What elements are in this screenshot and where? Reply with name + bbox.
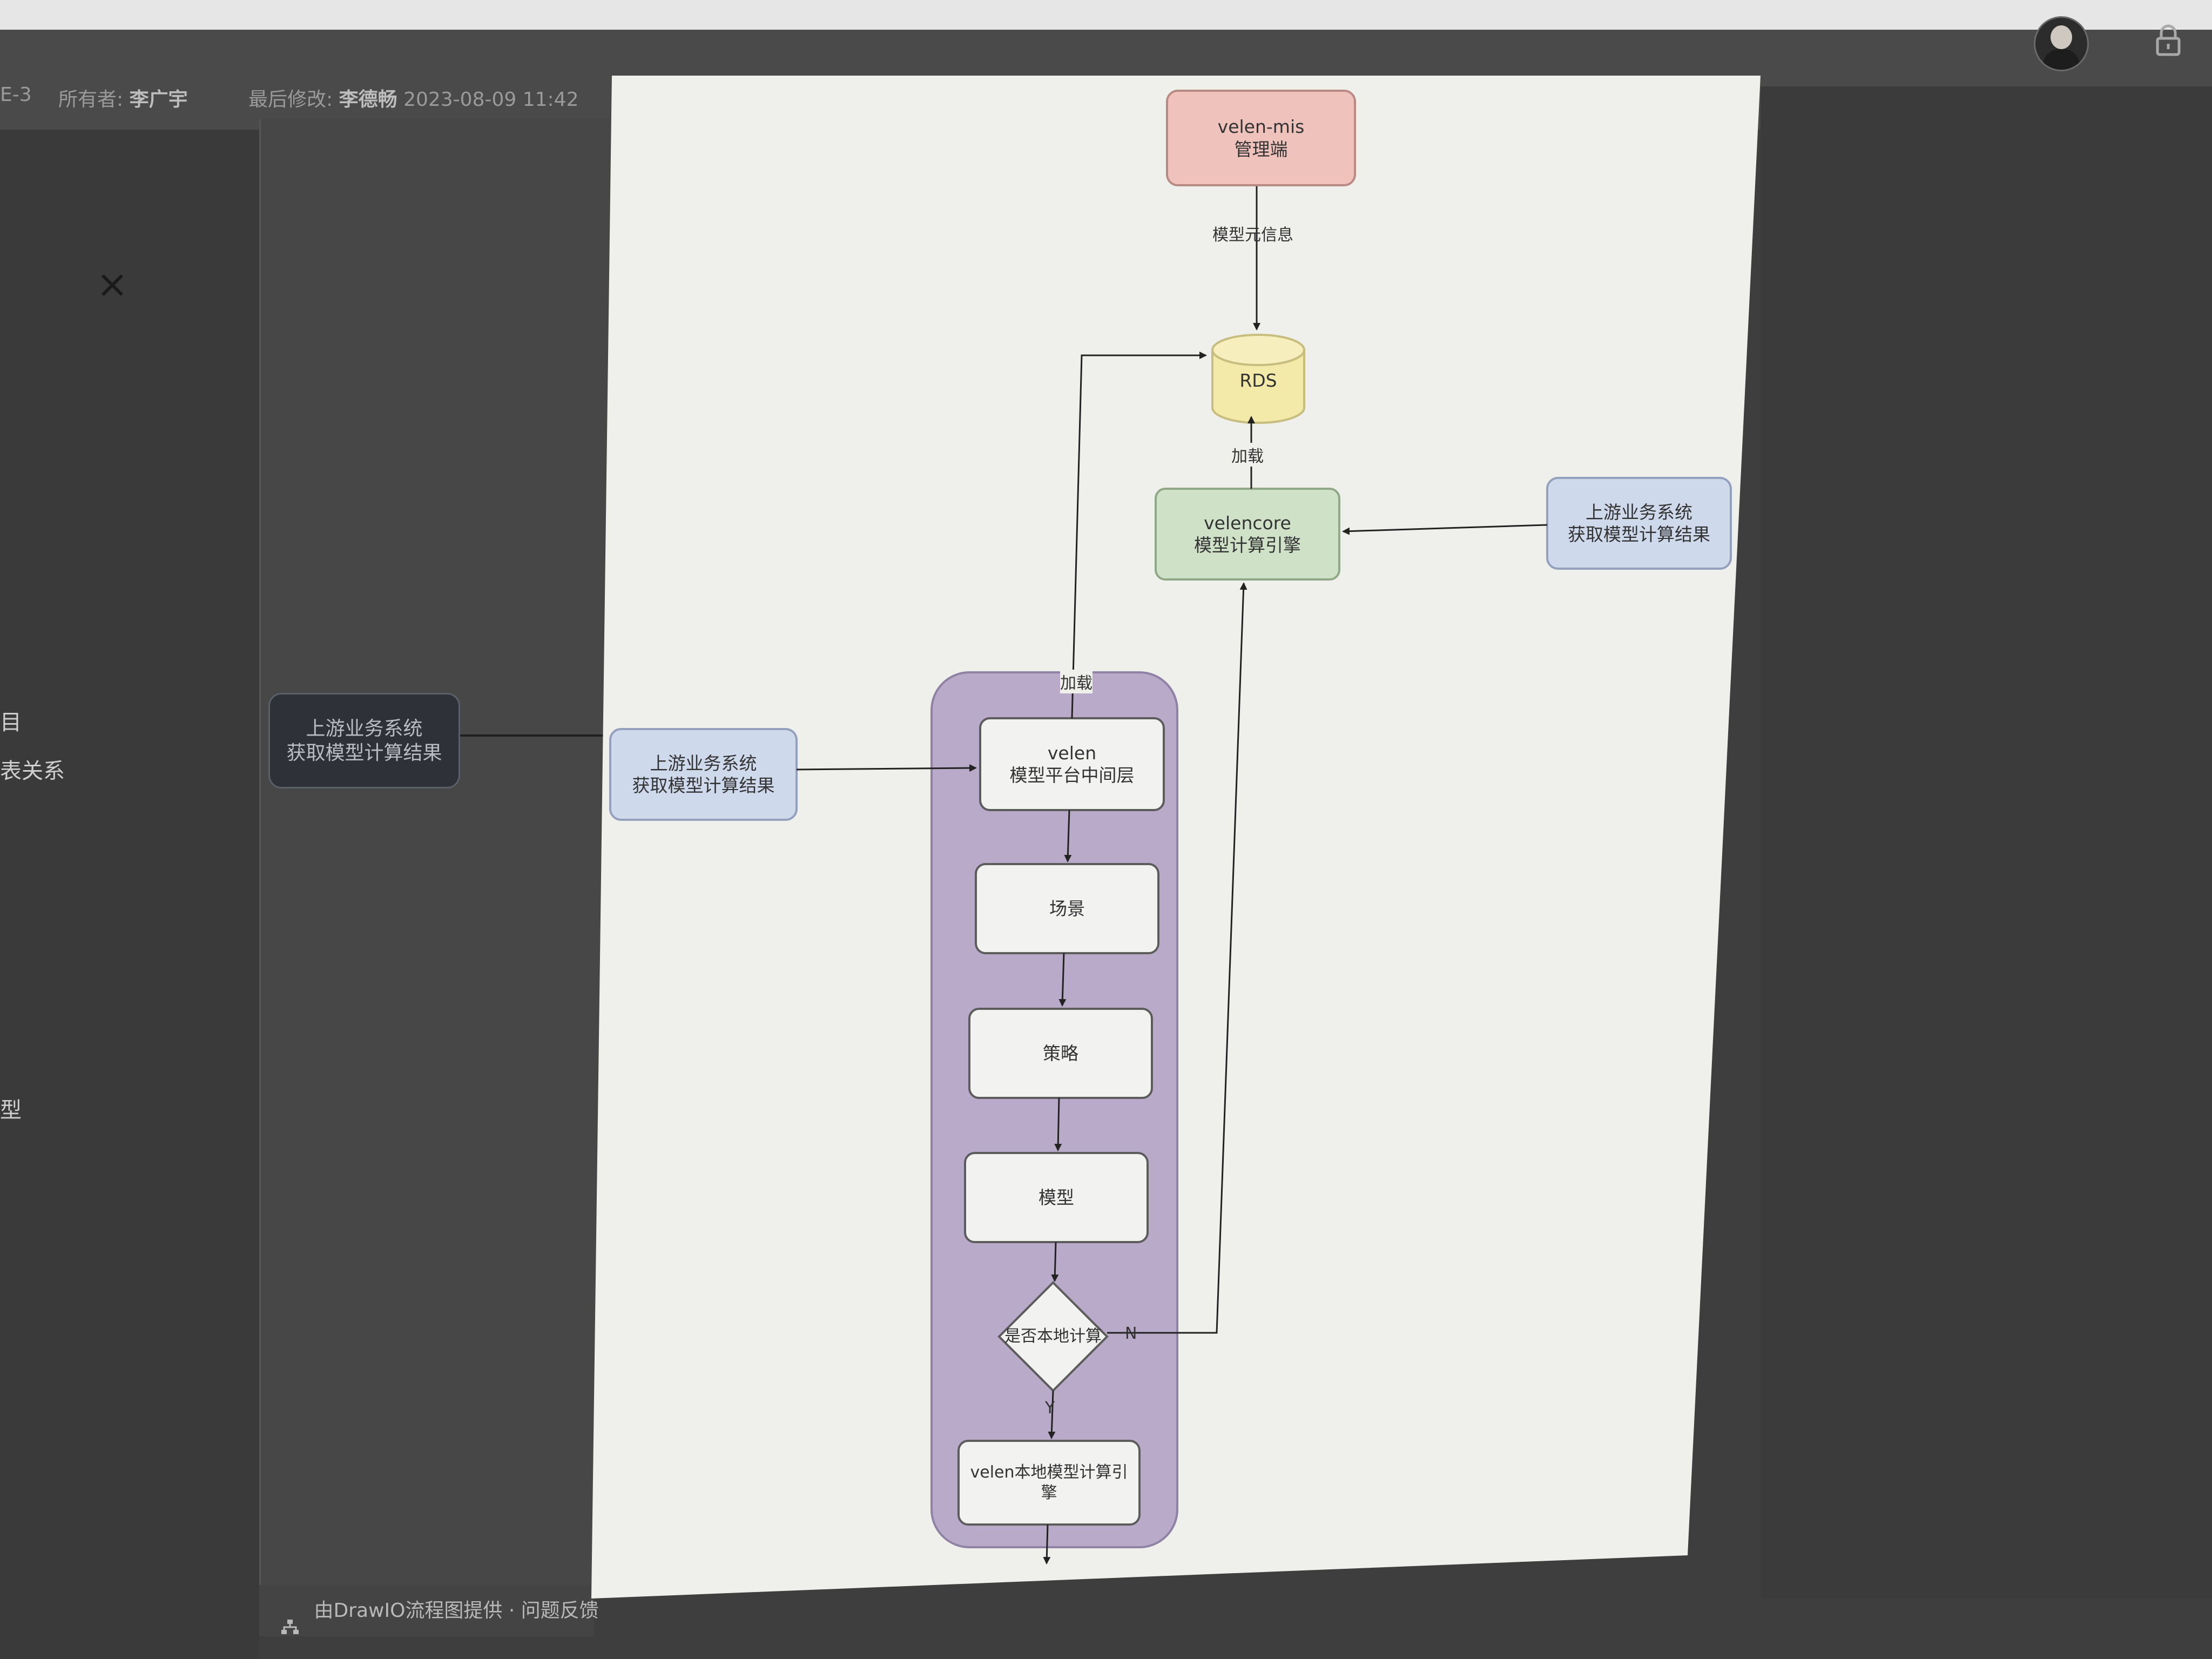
last-modified-info: 最后修改: 李德畅 2023-08-09 11:42 (248, 84, 578, 112)
avatar-head (2051, 25, 2072, 49)
lock-icon[interactable] (2155, 24, 2182, 57)
upstream-right-label-2: 获取模型计算结果 (1568, 524, 1710, 545)
velen-middle-label-2: 模型平台中间层 (1009, 765, 1135, 786)
scene-node[interactable]: 场景 (976, 864, 1158, 953)
connector-line (460, 734, 611, 737)
modified-by[interactable]: 李德畅 (339, 89, 397, 111)
upstream-node-dimmed-line2: 获取模型计算结果 (286, 741, 442, 764)
right-panel (1761, 86, 2212, 1599)
rds-node[interactable]: RDS (1212, 351, 1304, 410)
sidebar-item-3[interactable]: 型 (0, 1098, 22, 1123)
decision-label: 是否本地计算 (1004, 1327, 1102, 1346)
flowchart-canvas (591, 76, 1761, 1599)
edge-decision-no (1107, 582, 1247, 1334)
browser-top-strip (0, 0, 2212, 30)
upstream-left-label-1: 上游业务系统 (650, 752, 757, 774)
edge-label-no: N (1125, 1324, 1137, 1343)
edge-strategy-to-model (1054, 1097, 1062, 1151)
owner-info: 所有者: 李广宇 (58, 84, 188, 112)
edge-local-out (1043, 1524, 1051, 1564)
doc-id: E-3 (0, 84, 32, 106)
velen-middle-node[interactable]: velen 模型平台中间层 (980, 718, 1164, 810)
footer-text[interactable]: 由DrawIO流程图提供 · 问题反馈 (314, 1600, 599, 1622)
strategy-label: 策略 (1043, 1042, 1078, 1064)
model-label: 模型 (1038, 1186, 1074, 1208)
editor-canvas (259, 119, 617, 1588)
edge-scene-to-strategy (1058, 953, 1067, 1007)
local-engine-node[interactable]: velen本地模型计算引擎 (959, 1441, 1139, 1525)
footer-bar: 由DrawIO流程图提供 · 问题反馈 (259, 1585, 599, 1636)
sitemap-icon (281, 1603, 299, 1634)
edge-middle-to-rds (1071, 352, 1207, 719)
upstream-right-node[interactable]: 上游业务系统 获取模型计算结果 (1547, 478, 1731, 569)
upstream-left-label-2: 获取模型计算结果 (632, 775, 775, 796)
edge-decision-yes (1048, 1390, 1056, 1439)
velen-mis-label-2: 管理端 (1234, 138, 1288, 160)
edge-label-yes: Y (1045, 1399, 1055, 1418)
strategy-node[interactable]: 策略 (969, 1009, 1152, 1098)
sidebar: 目 表关系 型 (0, 130, 259, 1659)
upstream-node-dimmed-line1: 上游业务系统 (306, 717, 423, 740)
mis-shape[interactable] (1166, 90, 1356, 186)
flowchart-sheet: velen-mis 管理端 模型元信息 RDS 加载 velencore 模型计… (591, 76, 1761, 1599)
upstream-right-label-1: 上游业务系统 (1586, 501, 1692, 523)
modified-label: 最后修改: (248, 89, 333, 111)
edge-middle-to-scene (1064, 810, 1072, 862)
edge-upstream-to-middle (796, 764, 977, 772)
velen-middle-label-1: velen (1047, 742, 1097, 764)
upstream-node-dimmed[interactable]: 上游业务系统 获取模型计算结果 (268, 693, 460, 788)
rds-body[interactable] (1211, 350, 1305, 424)
upstream-left-node[interactable]: 上游业务系统 获取模型计算结果 (610, 729, 797, 820)
sidebar-item-1[interactable]: 目 (0, 710, 22, 735)
edge-upstream-to-core (1342, 524, 1548, 535)
edge-model-to-decision (1051, 1242, 1059, 1282)
rds-top (1211, 334, 1305, 366)
close-icon[interactable] (97, 270, 127, 300)
velen-mis-label-1: velen-mis (1217, 116, 1305, 138)
model-node[interactable]: 模型 (965, 1153, 1148, 1242)
edge-label-meta: 模型元信息 (1212, 226, 1293, 245)
edge-label-load-top: 加载 (1231, 443, 1264, 467)
upstream-right-shape[interactable] (1546, 477, 1732, 570)
scene-label: 场景 (1049, 898, 1085, 919)
scene-shape[interactable] (975, 863, 1159, 954)
user-avatar[interactable] (2034, 16, 2089, 71)
owner-name[interactable]: 李广宇 (129, 89, 188, 111)
decision-node[interactable]: 是否本地计算 (991, 1318, 1115, 1355)
model-shape[interactable] (964, 1152, 1149, 1243)
velen-mis-node[interactable]: velen-mis 管理端 (1167, 91, 1355, 185)
core-shape[interactable] (1155, 488, 1340, 581)
rds-label: RDS (1239, 370, 1277, 392)
velencore-label-2: 模型计算引擎 (1194, 535, 1301, 556)
local-engine-label: velen本地模型计算引擎 (970, 1463, 1128, 1502)
velencore-label-1: velencore (1204, 512, 1291, 534)
upstream-left-shape[interactable] (609, 728, 798, 821)
edge-label-load-left: 加载 (1060, 670, 1092, 693)
strategy-shape[interactable] (968, 1008, 1153, 1099)
avatar-body (2043, 49, 2080, 70)
velencore-node[interactable]: velencore 模型计算引擎 (1156, 489, 1339, 579)
sidebar-item-2[interactable]: 表关系 (0, 759, 65, 784)
modified-time: 2023-08-09 11:42 (403, 89, 579, 111)
owner-label: 所有者: (58, 89, 124, 111)
local-engine-shape[interactable] (957, 1440, 1141, 1526)
